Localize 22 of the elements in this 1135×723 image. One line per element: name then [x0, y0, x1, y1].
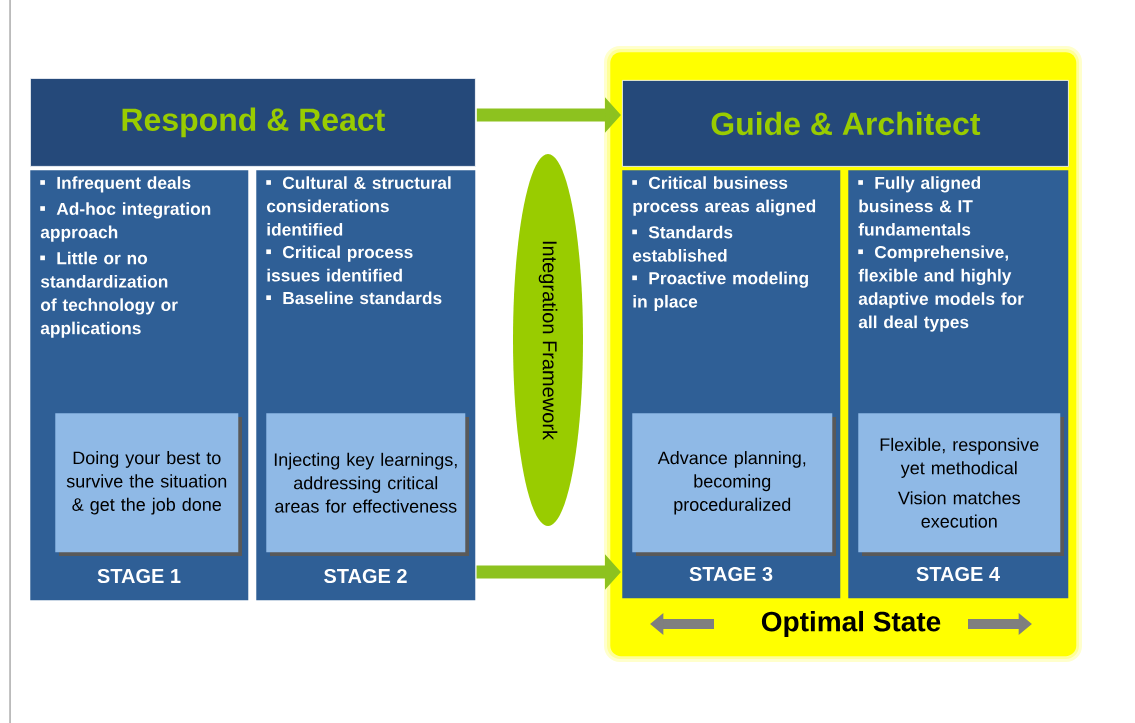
note-box: Injecting key learnings, addressing critical areas for effectiveness: [266, 413, 469, 556]
bullet-item: Comprehensive, flexible and highly adaptive models for all deal types: [858, 245, 1024, 332]
bullet-item: Standards established: [632, 225, 733, 262]
bullet-item: Little or no standardization of technology or applications: [40, 251, 178, 338]
header-band: Guide & Architect: [622, 80, 1069, 167]
stage-label: STAGE 3: [689, 566, 773, 582]
bullet-item: Critical process issues identified: [266, 245, 413, 282]
note-box: Flexible, responsive yet methodical Vision matches execution: [858, 413, 1064, 556]
header-band: Respond & React: [30, 78, 476, 167]
stage-label: STAGE 1: [97, 568, 181, 584]
bullet-item: Critical business process areas aligned: [632, 176, 816, 216]
note-box: Doing your best to survive the situation & get the job done: [55, 413, 242, 556]
stage-label: STAGE 4: [916, 566, 1000, 582]
note-box: Advance planning, becoming proceduralized: [632, 413, 836, 556]
panel-label: Optimal State: [761, 610, 941, 638]
bullet-item: Ad-hoc integration approach: [40, 202, 211, 242]
stage-label: STAGE 2: [324, 568, 407, 584]
bullet-item: Baseline standards: [266, 291, 442, 305]
bullet-item: Infrequent deals: [40, 176, 191, 193]
bullet-item: Fully aligned business & IT fundamentals: [858, 176, 981, 236]
bullet-item: Proactive modeling in place: [632, 271, 808, 312]
bullet-item: Cultural & structural considerations identified: [266, 176, 451, 236]
